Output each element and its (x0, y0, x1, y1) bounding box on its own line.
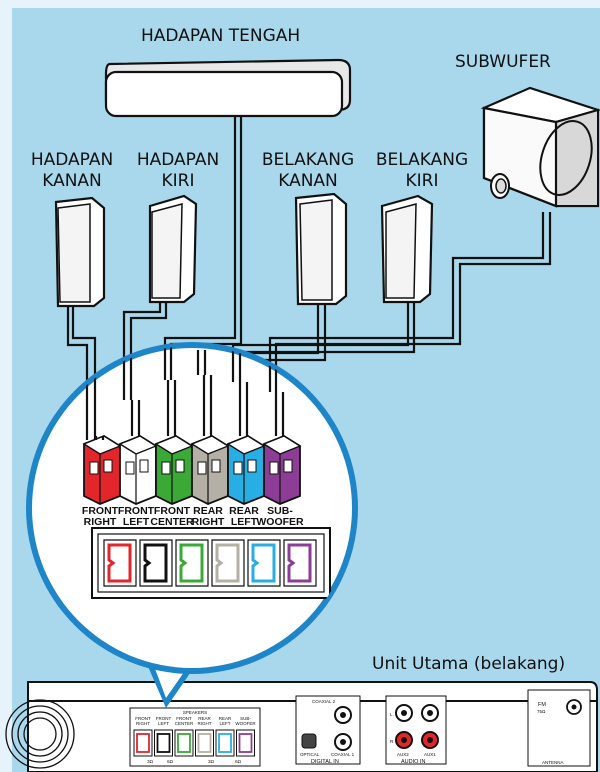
center-speaker (104, 58, 352, 118)
label-subwoofer: SUBWUFER (455, 52, 551, 72)
audio-r-label: R (390, 739, 394, 744)
connector-label-4-line2: RIGHT (192, 516, 225, 528)
panel-port-label-6-line1: SUB- (240, 716, 251, 721)
fm-label: FM (538, 702, 546, 708)
panel-speakers-title: SPEAKERS (183, 710, 207, 715)
connector-label-2-line2: LEFT (123, 516, 150, 528)
antenna-label: ANTENNA (542, 760, 564, 765)
panel-port-label-4-line1: REAR (198, 716, 211, 721)
speaker-socket-strip (91, 527, 331, 599)
panel-port-1 (136, 733, 150, 753)
coaxial1-label: COAXIAL 1 (331, 752, 355, 757)
speaker-front-right (54, 196, 106, 308)
audio-in-label: AUDIO IN (401, 759, 425, 765)
socket-2 (139, 539, 173, 587)
label-center: HADAPAN TENGAH (141, 26, 301, 46)
optical-label: OPTICAL (300, 752, 320, 757)
panel-port-label-2-line2: LEFT (158, 721, 169, 726)
fm-impedance-label: 75Ω (537, 709, 546, 714)
panel-port-label-6-line2: WOOFER (235, 721, 256, 726)
panel-impedance-1: 3Ω (147, 759, 154, 764)
panel-port-label-5-line1: REAR (219, 716, 232, 721)
socket-5 (247, 539, 281, 587)
connector-label-4-line1: REAR (193, 505, 223, 517)
aux2-label: AUX2 (397, 752, 409, 757)
speaker-rear-right (294, 192, 348, 306)
subwoofer-speaker (480, 86, 600, 208)
socket-3 (175, 539, 209, 587)
panel-port-label-1-line2: RIGHT (136, 721, 150, 726)
panel-port-5 (218, 733, 232, 753)
magnifier-lens (32, 348, 352, 668)
connector-label-3-line1: FRONT (154, 505, 191, 517)
coaxial2-label: COAXIAL 2 (312, 699, 336, 704)
speaker-front-left (148, 194, 198, 304)
connector-label-3-line2: CENTER (150, 516, 194, 528)
aux1-label: AUX1 (424, 752, 436, 757)
connector-label-5-line2: LEFT (231, 516, 258, 528)
panel-port-2 (156, 733, 171, 753)
connector-label-1-line1: FRONT (82, 505, 119, 517)
panel-impedance-3: 3Ω (208, 759, 215, 764)
panel-port-label-3-line2: CENTER (175, 721, 194, 726)
audio-in-panel (385, 695, 447, 765)
panel-port-6 (238, 733, 253, 753)
label-main-unit: Unit Utama (belakang) (372, 654, 566, 674)
connector-label-6-line2: WOOFER (256, 516, 304, 528)
panel-port-4 (197, 733, 212, 753)
panel-port-3 (177, 733, 191, 753)
plug-6: SUB-WOOFER (256, 392, 304, 528)
panel-impedance-2: 6Ω (167, 759, 174, 764)
panel-port-label-2-line1: FRONT (156, 716, 172, 721)
audio-l-label: L (390, 712, 393, 717)
connector-label-2-line1: FRONT (118, 505, 155, 517)
connector-label-1-line2: RIGHT (84, 516, 117, 528)
socket-1 (103, 539, 137, 587)
digital-in-panel (295, 695, 361, 765)
socket-4 (211, 539, 245, 587)
panel-port-label-1-line1: FRONT (135, 716, 151, 721)
speaker-plugs: FRONTRIGHTFRONTLEFTFRONTCENTERREARRIGHTR… (82, 375, 304, 528)
speaker-output-panel: SPEAKERSFRONTRIGHTFRONTLEFTFRONTCENTERRE… (129, 707, 261, 767)
connector-label-6-line1: SUB- (267, 505, 293, 517)
panel-impedance-4: 6Ω (235, 759, 242, 764)
antenna-panel (527, 689, 591, 767)
main-unit-back-panel: SPEAKERSFRONTRIGHTFRONTLEFTFRONTCENTERRE… (5, 681, 598, 772)
cooling-fan (5, 699, 75, 769)
panel-port-label-4-line2: RIGHT (198, 721, 212, 726)
digital-in-label: DIGITAL IN (311, 759, 339, 765)
socket-6 (283, 539, 317, 587)
speaker-rear-left (380, 194, 434, 304)
connector-label-5-line1: REAR (229, 505, 259, 517)
panel-port-label-3-line1: FRONT (176, 716, 192, 721)
panel-port-label-5-line2: LEFT (219, 721, 230, 726)
